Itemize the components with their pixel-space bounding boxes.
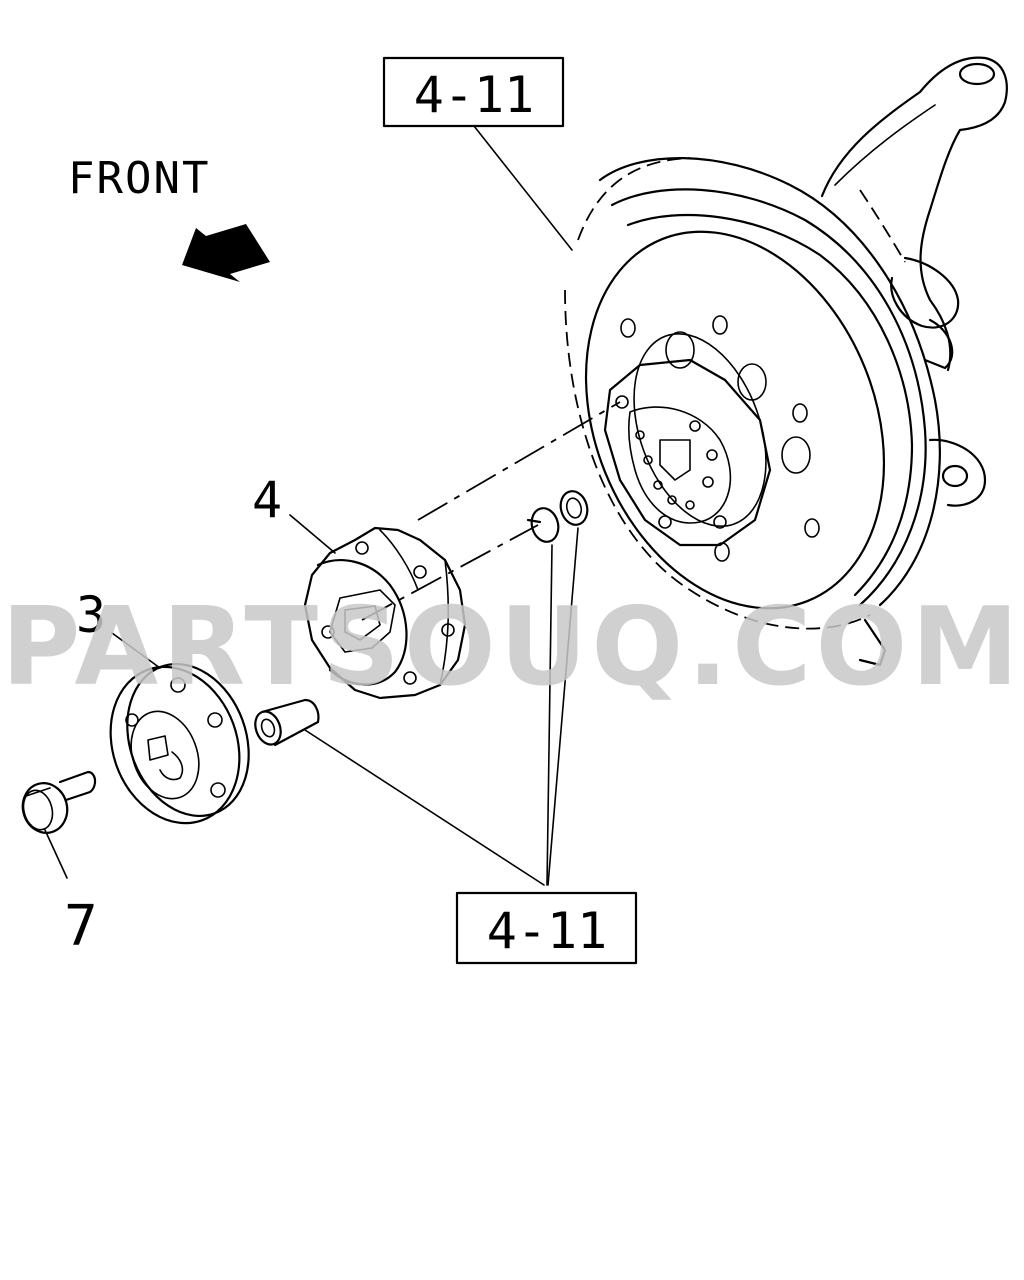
reference-top-label: 4-11 xyxy=(414,66,534,124)
disc-hub-assembly xyxy=(564,157,941,630)
socket-head-bolt xyxy=(254,698,320,747)
centerline-upper xyxy=(417,401,621,521)
front-label: FRONT xyxy=(68,153,210,204)
leader-bolt xyxy=(304,729,545,886)
reference-bottom-label: 4-11 xyxy=(487,902,607,960)
leader-washer xyxy=(547,527,579,886)
centerline-lower xyxy=(361,524,539,621)
leader-snap-ring xyxy=(546,544,553,886)
arrow-icon xyxy=(182,224,270,282)
leader-part-3 xyxy=(111,632,161,669)
leader-part-4 xyxy=(289,514,336,554)
leader-top xyxy=(473,125,573,251)
snap-ring xyxy=(526,507,560,543)
part-7-number: 7 xyxy=(64,894,98,959)
washer xyxy=(559,490,589,526)
leader-part-7 xyxy=(44,829,68,879)
hub-cap xyxy=(109,662,250,825)
reference-box-top: 4-11 xyxy=(382,56,565,128)
watermark-text: PARTSOUQ.COM xyxy=(1,585,1022,710)
part-4-number: 4 xyxy=(252,471,282,529)
part-3-number: 3 xyxy=(76,586,106,644)
steering-knuckle xyxy=(820,56,1008,667)
free-wheel-hub-body xyxy=(303,526,467,700)
reference-box-bottom: 4-11 xyxy=(455,891,638,965)
flange-bolt xyxy=(21,770,97,834)
